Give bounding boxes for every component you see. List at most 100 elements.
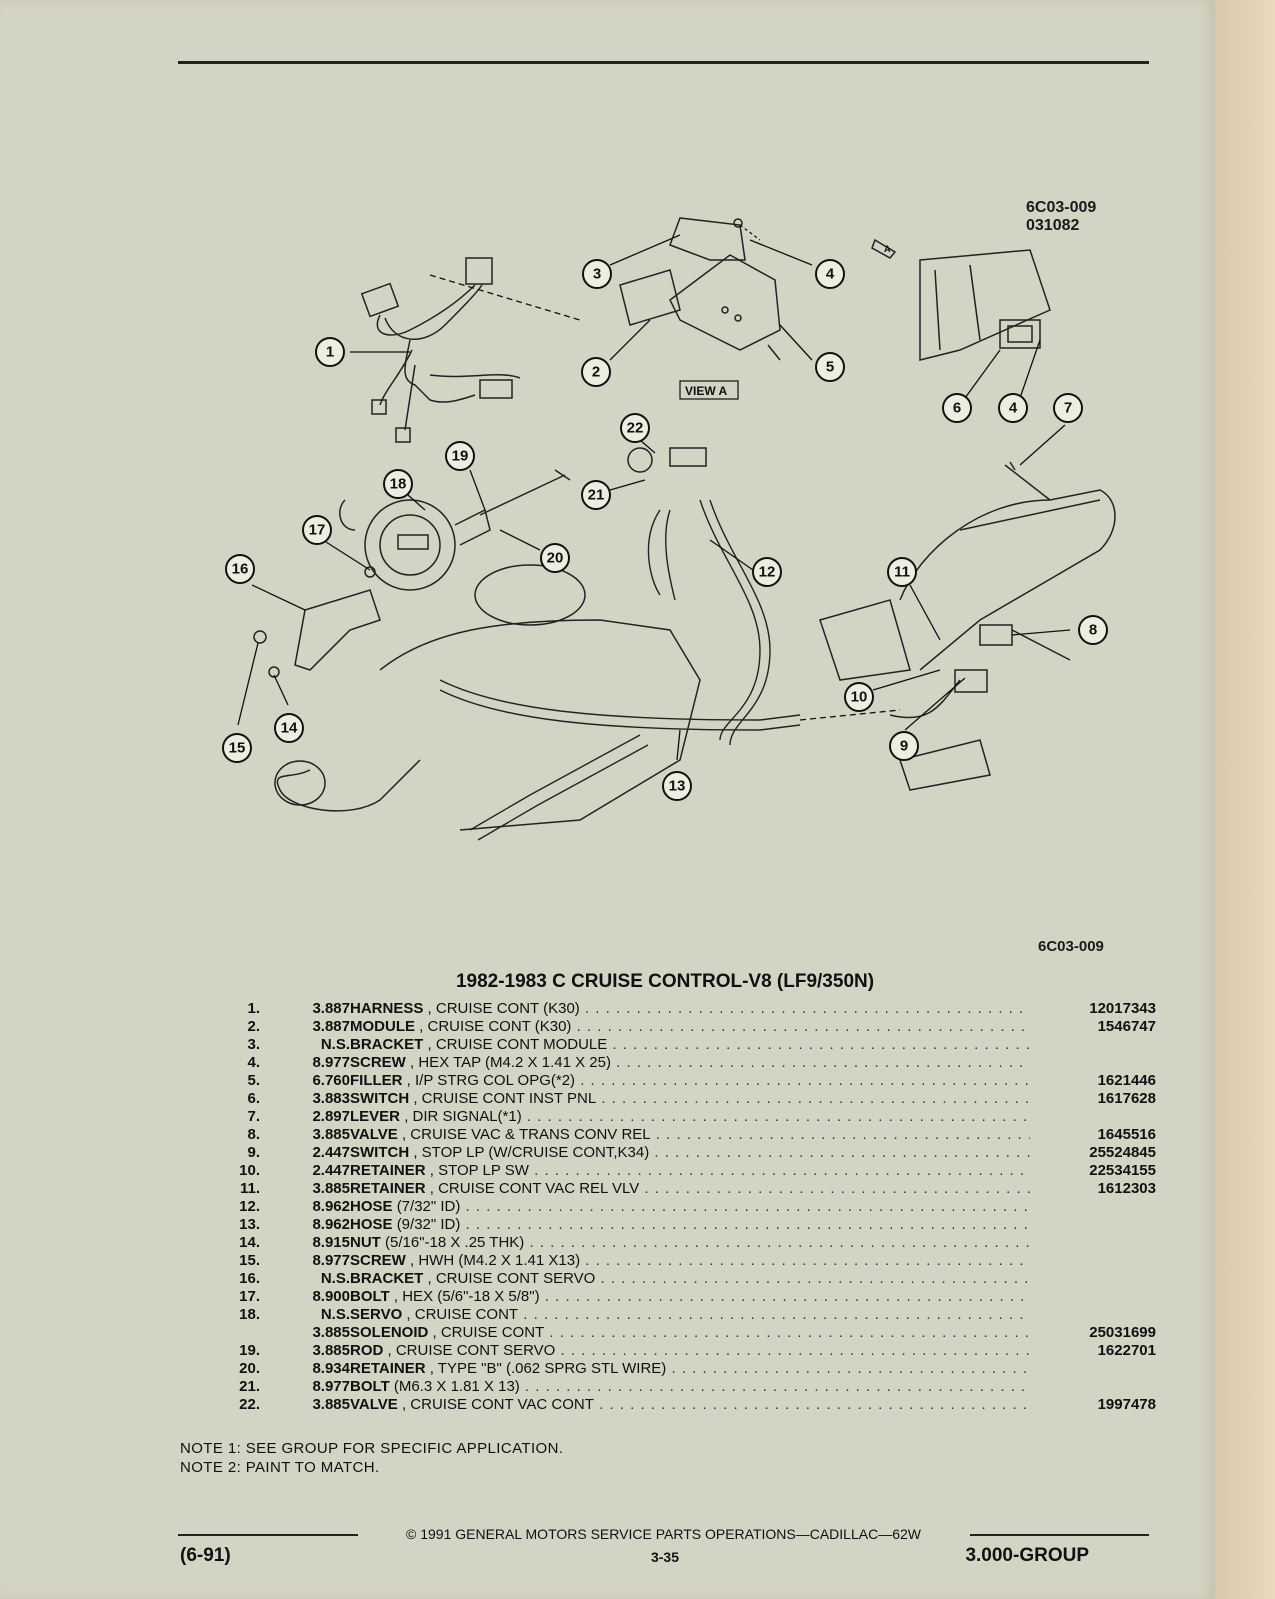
dot-leader: . . . . . . . . . . . . . . . . . . . . …	[460, 1216, 1030, 1233]
callout-4b: 4	[998, 393, 1028, 423]
item-detail: , CRUISE CONT	[432, 1324, 545, 1341]
leader-lines	[237, 234, 1071, 761]
item-description: HOSE (7/32" ID) . . . . . . . . . . . . …	[350, 1198, 1030, 1215]
item-description: NUT (5/16"-18 X .25 THK) . . . . . . . .…	[350, 1234, 1030, 1251]
item-name: BRACKET	[350, 1270, 424, 1287]
group-number: N.S.	[320, 1036, 350, 1053]
svg-text:17: 17	[309, 522, 326, 539]
note-1: NOTE 1: SEE GROUP FOR SPECIFIC APPLICATI…	[180, 1440, 564, 1457]
group-number: 3.885	[312, 1324, 350, 1341]
callout-22: 22	[620, 413, 650, 443]
part-number: 1621446	[1097, 1072, 1156, 1089]
item-detail: , CRUISE CONT VAC REL VLV	[429, 1180, 640, 1197]
part-number: 25031699	[1089, 1324, 1156, 1341]
item-detail: , STOP LP (W/CRUISE CONT,K34)	[413, 1144, 650, 1161]
item-detail: , CRUISE CONT (K30)	[427, 1000, 580, 1017]
item-number: 7.	[247, 1108, 260, 1125]
item-name: SWITCH	[350, 1090, 410, 1107]
dot-leader: . . . . . . . . . . . . . . . . . . . . …	[460, 1198, 1030, 1215]
dot-leader: . . . . . . . . . . . . . . . . . . . . …	[526, 1108, 1030, 1125]
item-number: 3.	[247, 1036, 260, 1053]
item-description: ROD , CRUISE CONT SERVO . . . . . . . . …	[350, 1342, 1030, 1359]
callout-3: 3	[582, 259, 612, 289]
item-description: HOSE (9/32" ID) . . . . . . . . . . . . …	[350, 1216, 1030, 1233]
group-number: 8.962	[312, 1198, 350, 1215]
callout-15: 15	[222, 733, 252, 763]
dot-leader: . . . . . . . . . . . . . . . . . . . . …	[544, 1288, 1030, 1305]
item-detail: (5/16"-18 X .25 THK)	[385, 1234, 525, 1251]
item-detail: , HEX TAP (M4.2 X 1.41 X 25)	[410, 1054, 611, 1071]
callout-14: 14	[274, 713, 304, 743]
item-description: SCREW , HEX TAP (M4.2 X 1.41 X 25) . . .…	[350, 1054, 1030, 1071]
item-name: RETAINER	[350, 1162, 426, 1179]
servo-illustration	[253, 469, 571, 678]
item-detail: , CRUISE CONT VAC CONT	[401, 1396, 594, 1413]
svg-text:9: 9	[900, 738, 908, 755]
callout-4: 4	[815, 259, 845, 289]
item-name: BOLT	[350, 1288, 390, 1305]
callout-13: 13	[662, 771, 692, 801]
item-name: VALVE	[350, 1396, 398, 1413]
group-number: 8.934	[312, 1360, 350, 1377]
dot-leader: . . . . . . . . . . . . . . . . . . . . …	[560, 1342, 1030, 1359]
part-number: 12017343	[1089, 1000, 1156, 1017]
item-number: 18.	[239, 1306, 260, 1323]
svg-text:3: 3	[593, 266, 601, 283]
dot-leader: . . . . . . . . . . . . . . . . . . . . …	[580, 1072, 1030, 1089]
item-name: RETAINER	[350, 1360, 426, 1377]
group-number: 6.760	[312, 1072, 350, 1089]
svg-text:4: 4	[1009, 400, 1018, 417]
item-number: 4.	[247, 1054, 260, 1071]
group-number: 8.915	[312, 1234, 350, 1251]
engine-illustration	[274, 447, 901, 841]
item-name: FILLER	[350, 1072, 403, 1089]
group-number: N.S.	[320, 1270, 350, 1287]
item-detail: , I/P STRG COL OPG(*2)	[406, 1072, 576, 1089]
svg-text:11: 11	[894, 564, 910, 581]
dot-leader: . . . . . . . . . . . . . . . . . . . . …	[600, 1270, 1030, 1287]
item-description: SWITCH , CRUISE CONT INST PNL . . . . . …	[350, 1090, 1030, 1107]
item-detail: , CRUISE CONT INST PNL	[413, 1090, 597, 1107]
dot-leader: . . . . . . . . . . . . . . . . . . . . …	[529, 1234, 1030, 1251]
dot-leader: . . . . . . . . . . . . . . . . . . . . …	[585, 1252, 1030, 1269]
dot-leader: . . . . . . . . . . . . . . . . . . . . …	[654, 1144, 1030, 1161]
group-number: 8.977	[312, 1252, 350, 1269]
view-arrow-a: A	[884, 244, 891, 254]
dot-leader: . . . . . . . . . . . . . . . . . . . . …	[523, 1306, 1030, 1323]
part-number: 1645516	[1097, 1126, 1156, 1143]
item-detail: , CRUISE CONT SERVO	[387, 1342, 556, 1359]
callout-16: 16	[225, 554, 255, 584]
item-description: VALVE , CRUISE CONT VAC CONT . . . . . .…	[350, 1396, 1030, 1413]
callout-2: 2	[581, 357, 611, 387]
callout-7: 7	[1053, 393, 1083, 423]
group-number: 8.900	[312, 1288, 350, 1305]
dot-leader: . . . . . . . . . . . . . . . . . . . . …	[612, 1036, 1030, 1053]
instrument-panel-illustration: A	[871, 238, 1051, 361]
item-number: 2.	[247, 1018, 260, 1035]
parts-row: 16.N.S.BRACKET , CRUISE CONT SERVO . . .…	[216, 1270, 1156, 1288]
dot-leader: . . . . . . . . . . . . . . . . . . . . …	[644, 1180, 1030, 1197]
view-a-label: VIEW A	[685, 384, 728, 398]
item-name: NUT	[350, 1234, 381, 1251]
item-number: 10.	[239, 1162, 260, 1179]
figure-date-code: 031082	[1026, 217, 1080, 234]
dot-leader: . . . . . . . . . . . . . . . . . . . . …	[524, 1378, 1030, 1395]
callout-11: 11	[887, 557, 917, 587]
item-number: 19.	[239, 1342, 260, 1359]
svg-text:7: 7	[1064, 400, 1072, 417]
svg-text:12: 12	[759, 564, 776, 581]
item-number: 12.	[239, 1198, 260, 1215]
item-number: 8.	[247, 1126, 260, 1143]
